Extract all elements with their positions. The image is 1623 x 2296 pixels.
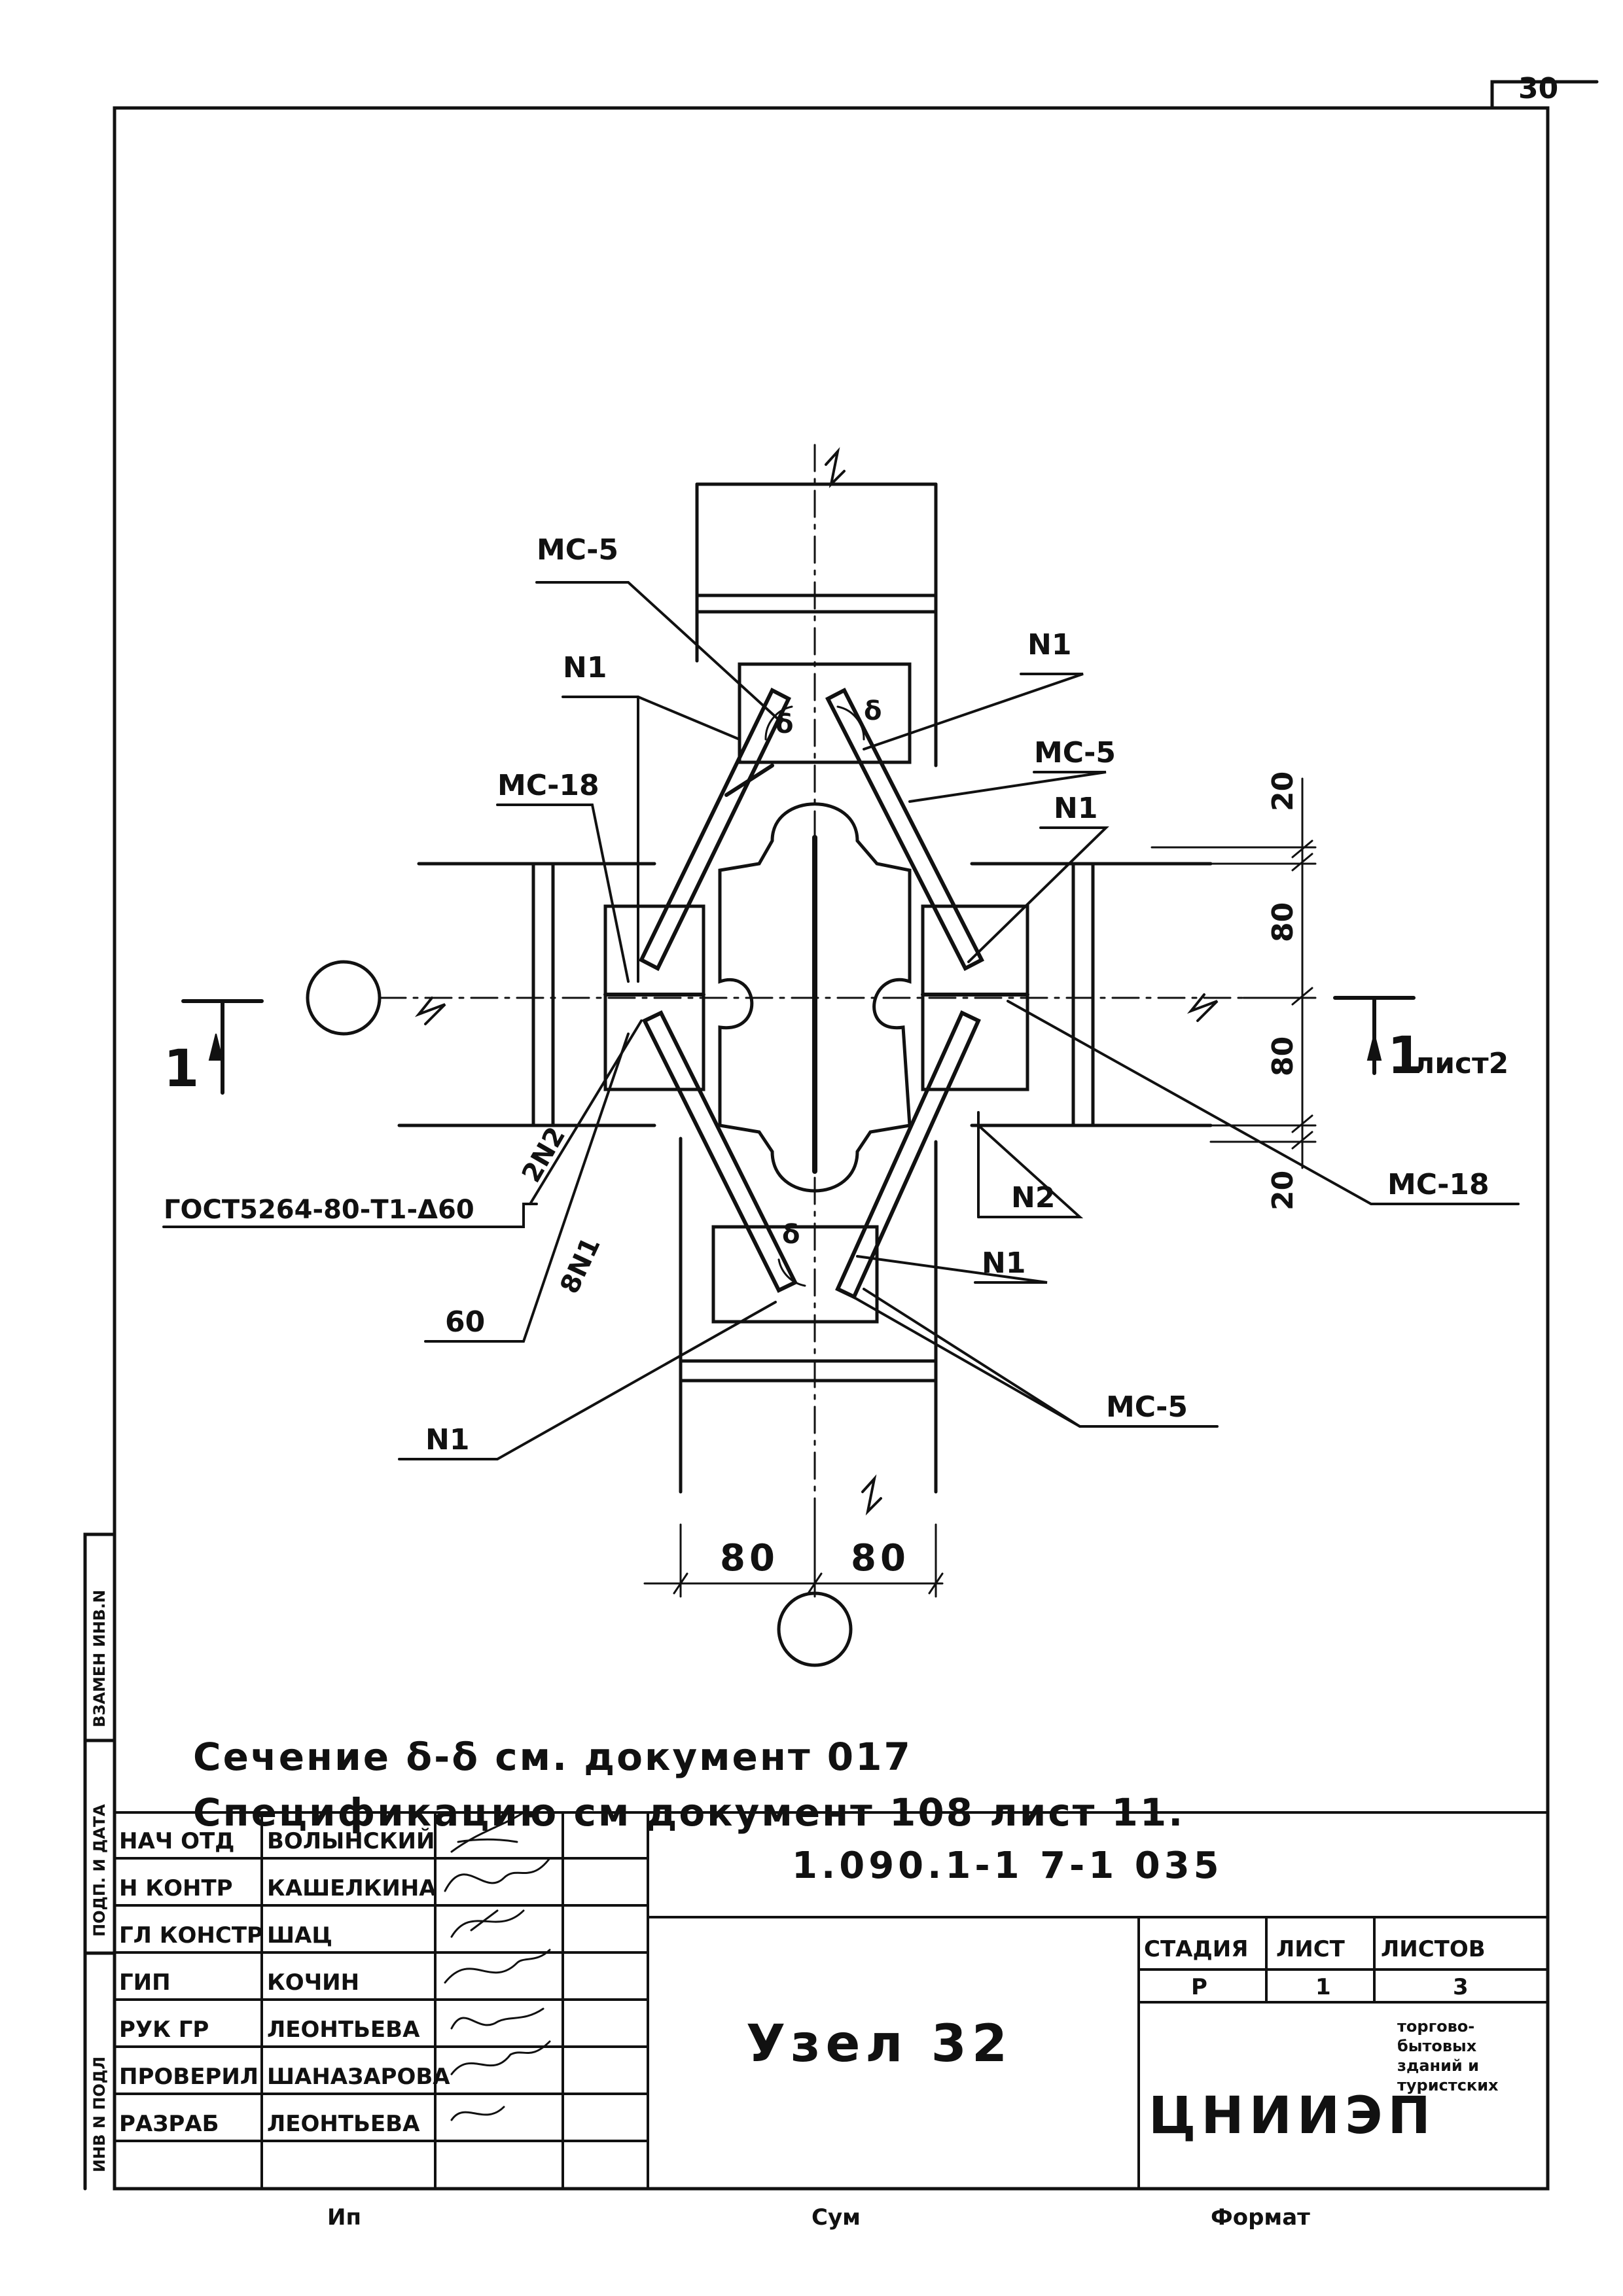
dim-bottom-80-right: 80 — [851, 1537, 910, 1580]
note-line-2: Спецификацию см документ 108 лист 11. — [193, 1790, 1185, 1835]
name-2: ШАЦ — [267, 1922, 332, 1949]
name-5: ШАНАЗАРОВА — [267, 2064, 450, 2090]
sheet-header: ЛИСТ — [1276, 1936, 1346, 1962]
sheets-header: ЛИСТОВ — [1381, 1936, 1486, 1962]
org-sub-1: бытовых — [1397, 2037, 1477, 2055]
name-3: КОЧИН — [267, 1969, 359, 1996]
callout-n1-right-mid: N1 — [1054, 792, 1097, 825]
org-sub-0: торгово- — [1397, 2017, 1474, 2036]
name-4: ЛЕОНТЬЕВА — [267, 2017, 420, 2043]
notes: Сечение δ-δ см. документ 017 Спецификаци… — [193, 1735, 1185, 1835]
callout-mc18-left: МС-18 — [497, 769, 599, 802]
callout-labels: МС-5 N1 N1 МС-5 МС-18 N1 МС-18 2N2 8N1 N… — [164, 533, 1489, 1457]
signatures — [444, 1811, 551, 2121]
section-delta-top-2: δ — [864, 696, 882, 726]
dimension-labels: 20 80 80 20 80 80 — [720, 771, 1300, 1580]
dim-right-20-top: 20 — [1266, 771, 1300, 811]
role-1: Н КОНТР — [119, 1875, 233, 1901]
footer-right: Формат — [1211, 2204, 1310, 2231]
callout-n2-right: N2 — [1011, 1181, 1055, 1214]
bottom-member — [679, 1137, 938, 1516]
role-2: ГЛ КОНСТР — [119, 1922, 263, 1949]
diagonal-bars — [603, 687, 1029, 1300]
section-mark-labels: 1 1 лист2 — [164, 1027, 1508, 1099]
title-block: 1.090.1-1 7-1 035 Узел 32 НАЧ ОТД Н КОНТ… — [119, 1828, 1499, 2146]
title-block-grid — [113, 1811, 1549, 2190]
right-member — [921, 862, 1219, 1127]
axis-marker-left — [306, 960, 382, 1036]
callout-60: 60 — [445, 1305, 485, 1339]
weld-marks — [764, 705, 865, 1287]
section-delta-top-1: δ — [776, 709, 793, 739]
side-strip-labels: ВЗАМЕН ИНВ.N ПОДП. И ДАТА ИНВ N ПОДЛ — [90, 1590, 109, 2172]
footer-left: Ип — [327, 2204, 361, 2231]
left-member — [397, 862, 705, 1127]
dim-right-20-bottom: 20 — [1266, 1171, 1300, 1210]
note-line-1: Сечение δ-δ см. документ 017 — [193, 1735, 912, 1779]
leader-lines — [162, 581, 1520, 1460]
footer-mid: Сум — [812, 2204, 861, 2231]
side-sign-date: ПОДП. И ДАТА — [90, 1804, 109, 1937]
name-6: ЛЕОНТЬЕВА — [267, 2111, 420, 2137]
callout-n1-lower-right: N1 — [982, 1246, 1026, 1280]
callout-n1-top-left: N1 — [563, 651, 607, 684]
callout-2n2: 2N2 — [516, 1122, 571, 1188]
weld-gost-label: ГОСТ5264-80-Т1-Δ60 — [164, 1195, 474, 1225]
dim-right-80-bottom: 80 — [1266, 1036, 1300, 1076]
drawing-name: Узел 32 — [746, 2015, 1012, 2074]
name-1: КАШЕЛКИНА — [267, 1875, 437, 1901]
sheets-value: 3 — [1453, 1974, 1469, 2000]
sheet-value: 1 — [1315, 1974, 1331, 2000]
role-5: ПРОВЕРИЛ — [119, 2064, 259, 2090]
callout-n1-top-right: N1 — [1027, 628, 1071, 662]
name-0: ВОЛЫНСКИЙ — [267, 1828, 435, 1854]
side-inv-orig: ИНВ N ПОДЛ — [90, 2057, 109, 2172]
callout-8n1: 8N1 — [554, 1233, 606, 1298]
role-3: ГИП — [119, 1969, 171, 1996]
dim-right-80-top: 80 — [1266, 902, 1300, 942]
callout-mc18-right: МС-18 — [1387, 1168, 1489, 1201]
footer: Ип Сум Формат — [327, 2204, 1310, 2231]
role-6: РАЗРАБ — [119, 2111, 219, 2137]
section-mark-right-label: 1 — [1387, 1027, 1428, 1086]
section-mark-right-sheet: лист2 — [1414, 1047, 1508, 1080]
org-sub-2: зданий и — [1397, 2057, 1479, 2075]
dimension-right — [1150, 777, 1317, 1169]
callout-mc5-right: МС-5 — [1034, 736, 1116, 769]
sheet-number: 30 — [1518, 72, 1558, 105]
side-inv-replace: ВЗАМЕН ИНВ.N — [90, 1590, 109, 1727]
role-4: РУК ГР — [119, 2017, 209, 2043]
org-sub-3: туристских — [1397, 2076, 1499, 2094]
org-name: ЦНИИЭП — [1149, 2087, 1436, 2146]
dim-bottom-80-left: 80 — [720, 1537, 779, 1580]
callout-n1-bottom-left: N1 — [425, 1423, 469, 1457]
role-0: НАЧ ОТД — [119, 1828, 234, 1854]
sheet-number-box — [1490, 80, 1599, 110]
callout-mc5-bottom: МС-5 — [1106, 1390, 1188, 1424]
stage-header: СТАДИЯ — [1144, 1936, 1248, 1962]
stage-value: Р — [1191, 1974, 1207, 2000]
side-strip — [83, 1532, 116, 2191]
section-mark-left-label: 1 — [164, 1040, 204, 1099]
doc-code: 1.090.1-1 7-1 035 — [792, 1845, 1223, 1887]
dimension-bottom — [643, 1523, 944, 1598]
axis-marker-bottom — [777, 1591, 853, 1667]
section-delta-bottom: δ — [782, 1220, 800, 1250]
section-mark-left — [181, 999, 264, 1095]
callout-mc5-top: МС-5 — [537, 533, 618, 567]
central-plate — [718, 802, 912, 1193]
top-member — [695, 447, 938, 768]
